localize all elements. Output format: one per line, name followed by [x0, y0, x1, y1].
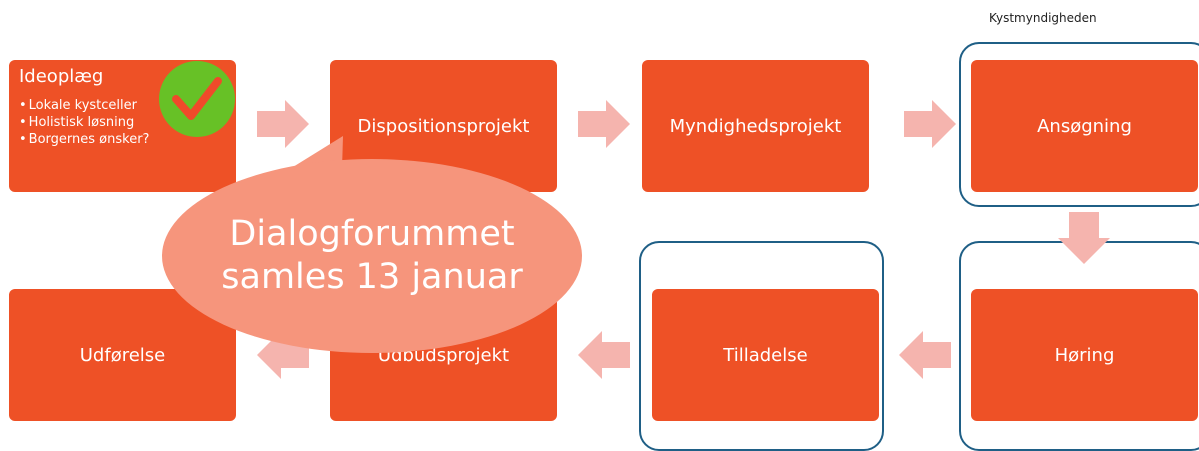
step-tilladelse: Tilladelse [652, 289, 879, 421]
checkmark-badge [159, 61, 235, 137]
tilladelse-label: Tilladelse [723, 344, 808, 366]
step-udforelse: Udførelse [9, 289, 236, 421]
kystmyndigheden-caption: Kystmyndigheden [989, 11, 1097, 25]
horing-label: Høring [1054, 344, 1115, 366]
arrow-left-1 [899, 331, 951, 379]
ideoplaeg-bullets: Lokale kystceller Holistisk løsning Borg… [19, 97, 150, 148]
callout-text: Dialogforummet samles 13 januar [176, 200, 568, 312]
step-myndighedsprojekt: Myndighedsprojekt [642, 60, 869, 192]
bullet-borgernes-onsker: Borgernes ønsker? [19, 131, 150, 148]
step-ansogning: Ansøgning [971, 60, 1198, 192]
ansogning-frame [959, 42, 1199, 207]
ideoplaeg-title: Ideoplæg [19, 66, 104, 87]
arrow-down [1058, 212, 1110, 264]
bullet-lokale-kystceller: Lokale kystceller [19, 97, 149, 114]
bullet-holistisk-losning: Holistisk løsning [19, 114, 149, 131]
myndighedsprojekt-label: Myndighedsprojekt [669, 115, 842, 137]
dispositionsprojekt-label: Dispositionsprojekt [357, 115, 530, 137]
arrow-right-1 [257, 100, 309, 148]
callout-line-2: samles 13 januar [221, 257, 523, 297]
callout-line-1: Dialogforummet [229, 214, 515, 254]
arrow-right-3 [904, 100, 956, 148]
arrow-right-2 [578, 100, 630, 148]
step-horing: Høring [971, 289, 1198, 421]
udforelse-label: Udførelse [79, 344, 166, 366]
checkmark-icon [172, 77, 222, 120]
speech-bubble [162, 136, 582, 353]
step-ideoplaeg: Ideoplæg Lokale kystceller Holistisk løs… [9, 60, 236, 192]
arrow-left-2 [578, 331, 630, 379]
ansogning-label: Ansøgning [1037, 115, 1132, 137]
